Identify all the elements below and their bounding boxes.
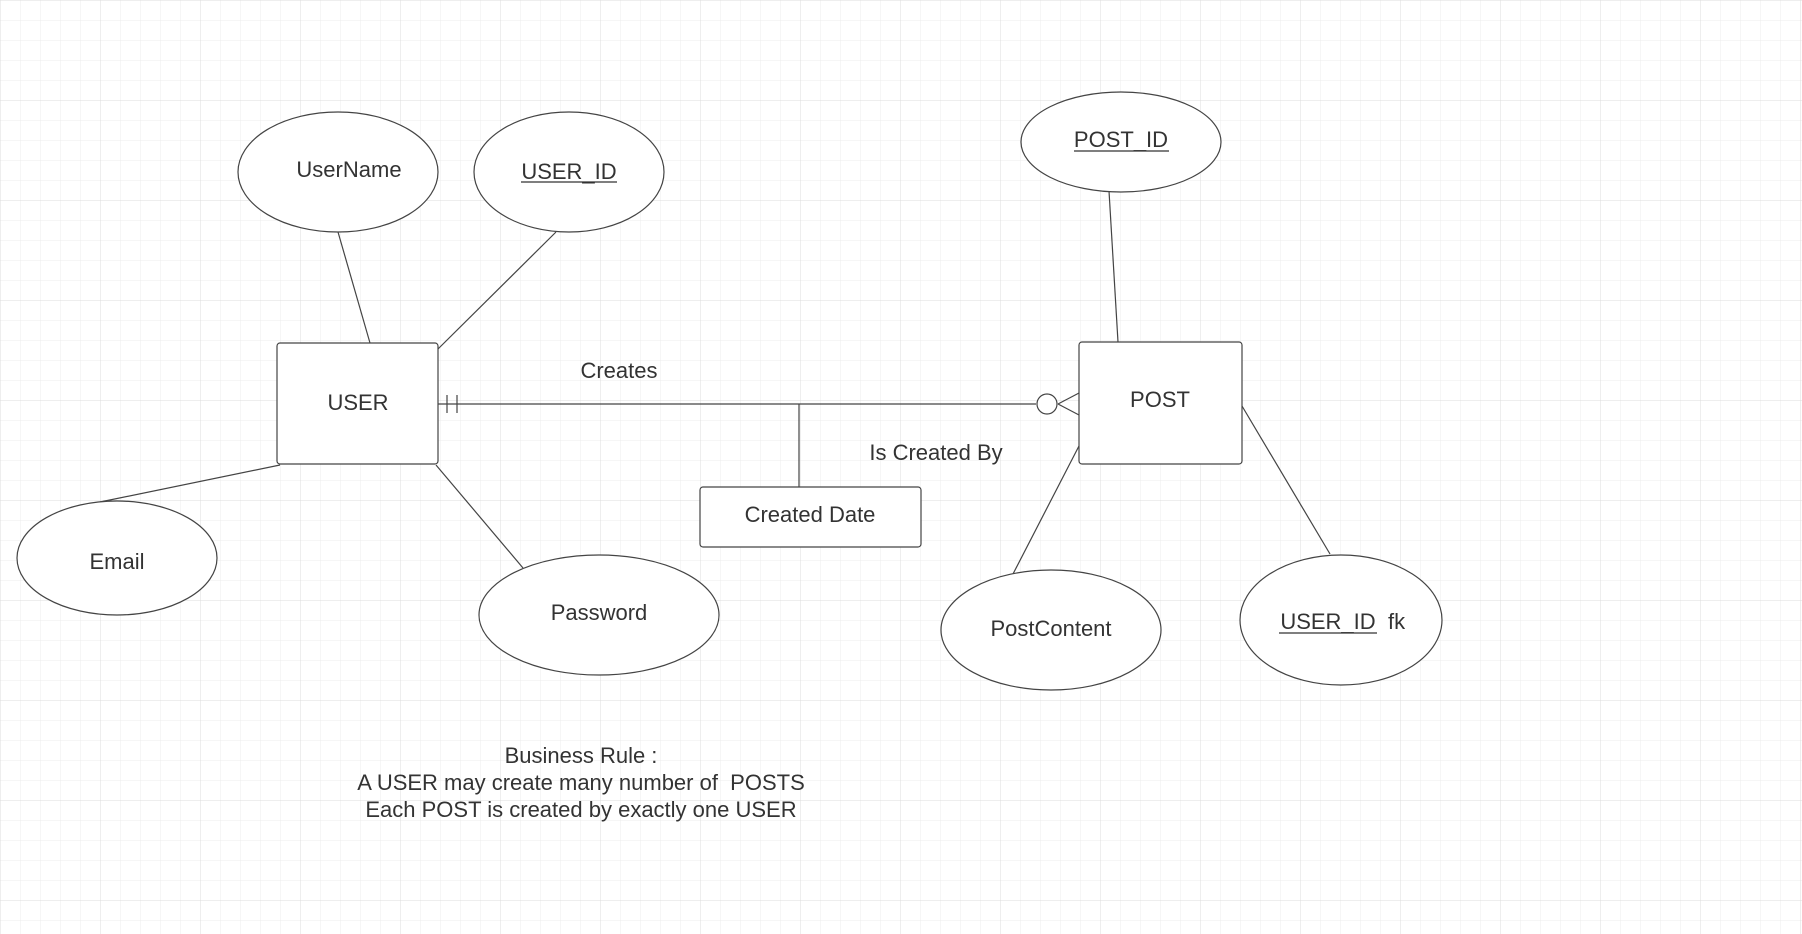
many-marker-prong-top [1057, 392, 1080, 405]
post-user-id-attribute[interactable] [1239, 554, 1443, 686]
fk-suffix-label: fk [1388, 609, 1406, 634]
post-content-attribute[interactable] [940, 569, 1162, 691]
post-id-label: POST_ID [1074, 127, 1168, 152]
is-created-by-label: Is Created By [869, 440, 1002, 465]
business-rule-title: Business Rule : [505, 743, 658, 768]
many-marker-prong-bottom [1057, 403, 1080, 416]
created-date-label: Created Date [745, 502, 876, 527]
username-label: UserName [296, 157, 401, 182]
post-id-attribute[interactable] [1020, 91, 1222, 193]
post-entity-label: POST [1130, 387, 1190, 412]
user-id-attribute[interactable] [473, 111, 665, 233]
post-user-id-label: USER_ID [1280, 609, 1375, 634]
password-attribute[interactable] [478, 554, 720, 676]
zero-marker-circle [1036, 393, 1058, 415]
email-connector [99, 464, 281, 503]
user-entity-label: USER [327, 390, 388, 415]
password-connector [435, 464, 524, 569]
username-connector [337, 231, 371, 344]
user-id-label: USER_ID [521, 159, 616, 184]
email-label: Email [89, 549, 144, 574]
post-content-label: PostContent [990, 616, 1111, 641]
creates-label: Creates [580, 358, 657, 383]
user-entity-box[interactable] [276, 342, 439, 465]
created-date-box[interactable] [699, 486, 922, 548]
business-rule-line-2: Each POST is created by exactly one USER [365, 797, 796, 822]
user-id-connector [437, 231, 557, 350]
business-rule-line-1: A USER may create many number of POSTS [357, 770, 805, 795]
post-id-connector [1108, 190, 1119, 343]
post-entity-box[interactable] [1078, 341, 1243, 465]
username-attribute[interactable] [237, 111, 439, 233]
password-label: Password [551, 600, 648, 625]
post-content-connector [1012, 443, 1081, 575]
post-user-id-connector [1241, 405, 1331, 555]
email-attribute[interactable] [16, 500, 218, 616]
